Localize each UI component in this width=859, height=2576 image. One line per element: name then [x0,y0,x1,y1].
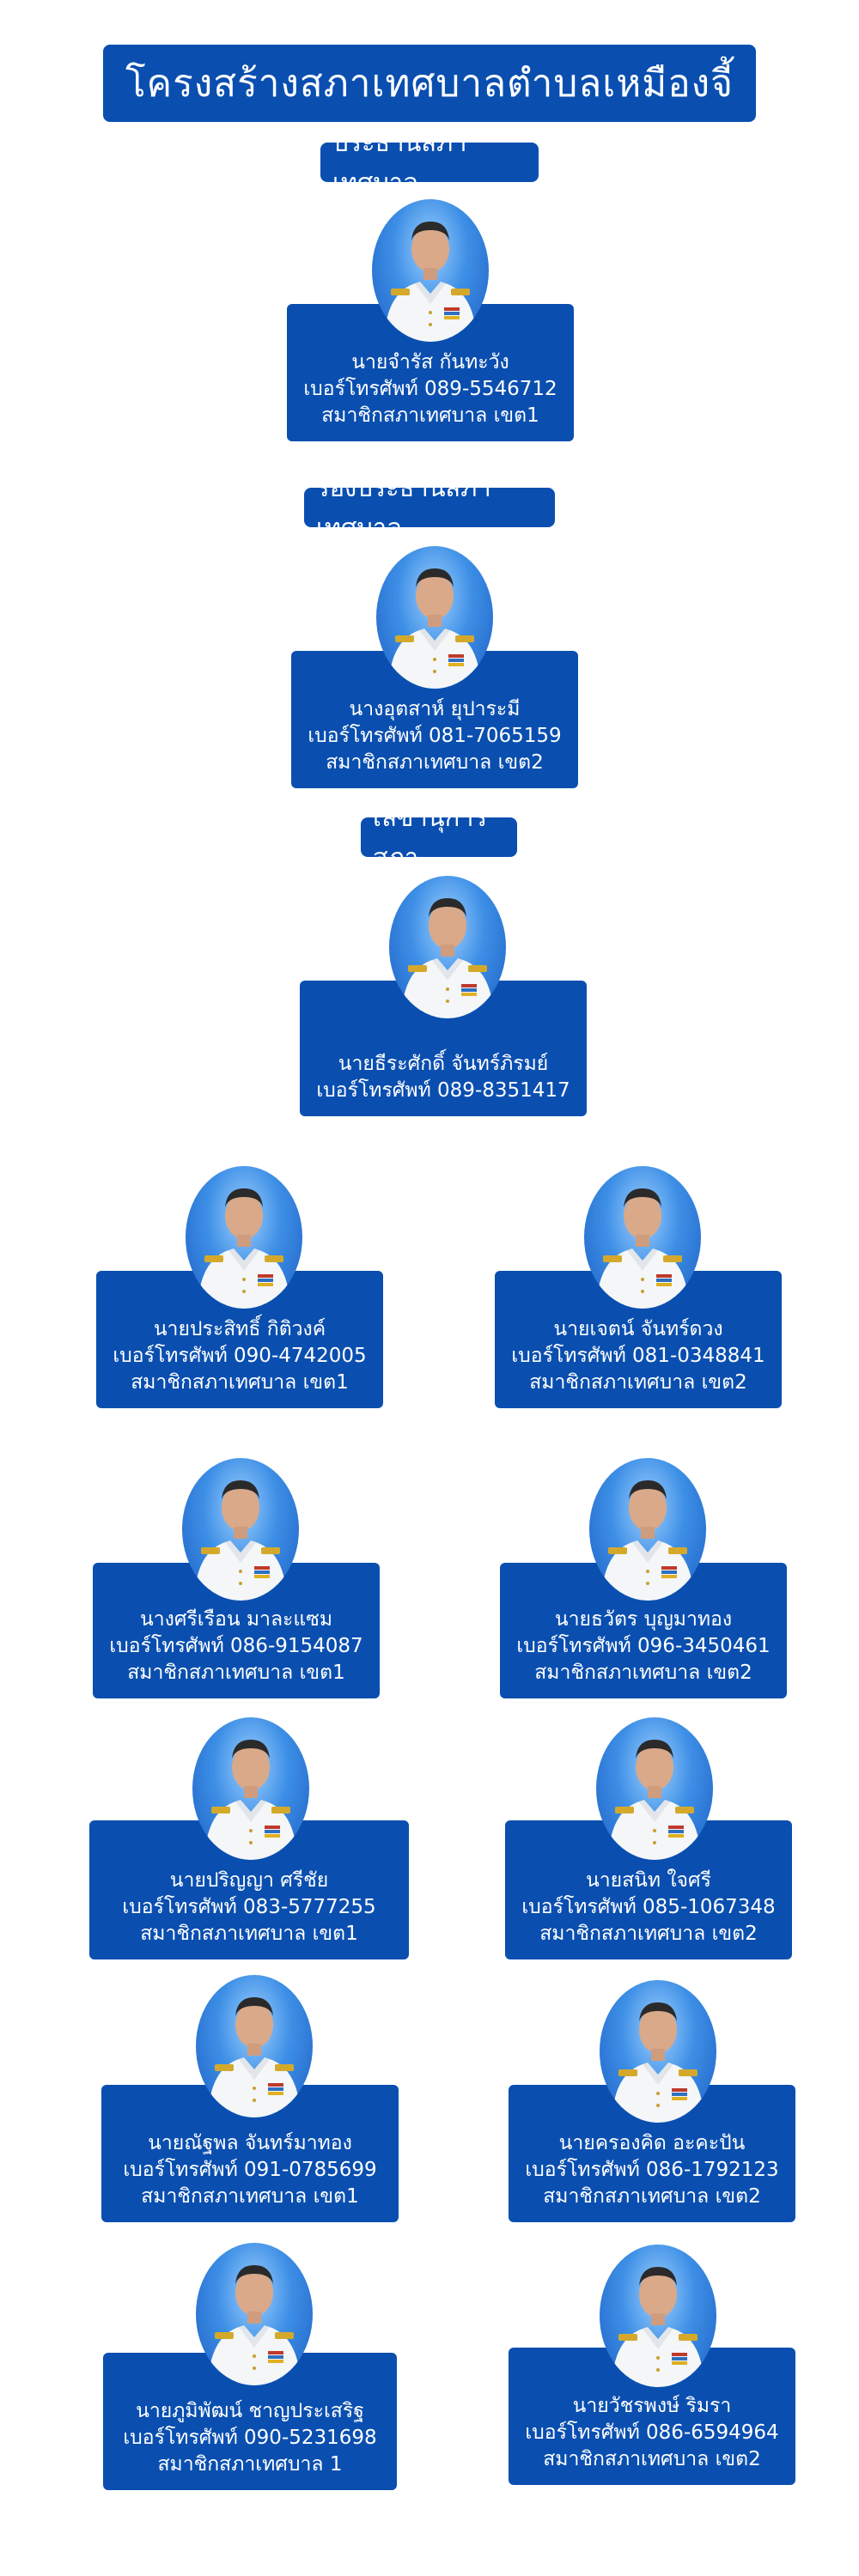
member-card: นายปริญญา ศรีชัย เบอร์โทรศัพท์ 083-57772… [89,1717,409,1959]
member-role: สมาชิกสภาเทศบาล เขต2 [543,2185,761,2208]
member-role: สมาชิกสภาเทศบาล เขต1 [140,1923,358,1945]
member-photo [600,2245,716,2387]
member-name: นายปริญญา ศรีชัย [169,1869,329,1892]
member-name: นายภูมิพัฒน์ ชาญประเสริฐ [136,2400,364,2422]
member-name: นางอุตสาห์ ยุปาระมี [349,698,521,720]
member-card: นายเจตน์ จันทร์ดวง เบอร์โทรศัพท์ 081-034… [495,1166,782,1408]
member-photo [186,1166,302,1309]
member-phone: เบอร์โทรศัพท์ 086-6594964 [525,2421,779,2444]
member-phone: เบอร์โทรศัพท์ 085-1067348 [521,1896,776,1918]
member-phone: เบอร์โทรศัพท์ 090-5231698 [123,2427,377,2449]
member-role: สมาชิกสภาเทศบาล เขต1 [127,1662,345,1684]
member-card: นายภูมิพัฒน์ ชาญประเสริฐ เบอร์โทรศัพท์ 0… [103,2243,397,2490]
member-photo [372,199,489,342]
member-name: นายจำรัส กันทะวัง [351,351,509,374]
member-role: สมาชิกสภาเทศบาล เขต2 [326,751,544,774]
member-photo [376,546,493,689]
member-role: สมาชิกสภาเทศบาล 1 [157,2453,343,2476]
member-photo [596,1717,713,1860]
member-role: สมาชิกสภาเทศบาล เขต2 [534,1662,752,1684]
member-card-president: นายจำรัส กันทะวัง เบอร์โทรศัพท์ 089-5546… [287,199,574,441]
member-name: นายประสิทธิ์ กิติวงค์ [153,1318,326,1340]
member-card: นายสนิท ใจศรี เบอร์โทรศัพท์ 085-1067348 … [505,1717,792,1959]
member-name: นายธวัตร บุญมาทอง [554,1608,733,1631]
member-role: สมาชิกสภาเทศบาล เขต1 [321,404,539,427]
member-card-secretary: นายธีระศักดิ์ จันทร์ภิรมย์ เบอร์โทรศัพท์… [300,876,587,1116]
member-role: สมาชิกสภาเทศบาล เขต1 [141,2185,359,2208]
member-info-box: นายจำรัส กันทะวัง เบอร์โทรศัพท์ 089-5546… [287,304,574,441]
page-title: โครงสร้างสภาเทศบาลตำบลเหมืองจี้ [103,45,756,122]
member-photo [600,1980,716,2123]
member-name: นายสนิท ใจศรี [585,1869,711,1892]
member-photo [589,1458,706,1601]
member-phone: เบอร์โทรศัพท์ 089-8351417 [316,1079,570,1102]
member-photo [182,1458,299,1601]
member-card: นายวัชรพงษ์ ริมรา เบอร์โทรศัพท์ 086-6594… [509,2245,795,2485]
member-phone: เบอร์โทรศัพท์ 086-1792123 [525,2159,779,2181]
member-phone: เบอร์โทรศัพท์ 089-5546712 [303,378,557,400]
member-phone: เบอร์โทรศัพท์ 086-9154087 [109,1635,363,1657]
member-name: นายณัฐพล จันทร์มาทอง [148,2132,352,2154]
section-label-vice-president: รองประธานสภาเทศบาล [304,473,555,542]
member-photo [389,876,506,1018]
member-name: นางศรีเรือน มาละแซม [139,1608,332,1631]
section-label-secretary: เลขานุการสภา [361,803,517,872]
member-photo [196,1975,313,2117]
member-card: นางศรีเรือน มาละแซม เบอร์โทรศัพท์ 086-91… [93,1458,380,1698]
member-role: สมาชิกสภาเทศบาล เขต1 [131,1371,349,1394]
member-card: นายประสิทธิ์ กิติวงค์ เบอร์โทรศัพท์ 090-… [96,1166,383,1408]
member-photo [584,1166,701,1309]
member-card: นายณัฐพล จันทร์มาทอง เบอร์โทรศัพท์ 091-0… [101,1975,399,2222]
member-name: นายเจตน์ จันทร์ดวง [553,1318,723,1340]
member-name: นายวัชรพงษ์ ริมรา [572,2395,732,2417]
member-role: สมาชิกสภาเทศบาล เขต2 [539,1923,758,1945]
member-phone: เบอร์โทรศัพท์ 096-3450461 [516,1635,771,1657]
member-photo [196,2243,313,2385]
section-label-president: ประธานสภาเทศบาล [320,128,539,197]
member-card: นายครองคิด อะคะปัน เบอร์โทรศัพท์ 086-179… [509,1980,795,2222]
member-card: นายธวัตร บุญมาทอง เบอร์โทรศัพท์ 096-3450… [500,1458,787,1698]
member-phone: เบอร์โทรศัพท์ 090-4742005 [113,1345,367,1367]
member-phone: เบอร์โทรศัพท์ 081-7065159 [308,725,562,747]
member-name: นายครองคิด อะคะปัน [558,2132,746,2154]
member-role: สมาชิกสภาเทศบาล เขต2 [543,2448,761,2470]
member-info-box: นายครองคิด อะคะปัน เบอร์โทรศัพท์ 086-179… [509,2085,795,2222]
member-phone: เบอร์โทรศัพท์ 083-5777255 [122,1896,376,1918]
member-phone: เบอร์โทรศัพท์ 091-0785699 [123,2159,377,2181]
member-card-vice-president: นางอุตสาห์ ยุปาระมี เบอร์โทรศัพท์ 081-70… [291,546,578,788]
member-role: สมาชิกสภาเทศบาล เขต2 [529,1371,747,1394]
member-name: นายธีระศักดิ์ จันทร์ภิรมย์ [338,1053,549,1075]
member-info-box: นายภูมิพัฒน์ ชาญประเสริฐ เบอร์โทรศัพท์ 0… [103,2353,397,2490]
member-photo [192,1717,309,1860]
member-phone: เบอร์โทรศัพท์ 081-0348841 [511,1345,765,1367]
